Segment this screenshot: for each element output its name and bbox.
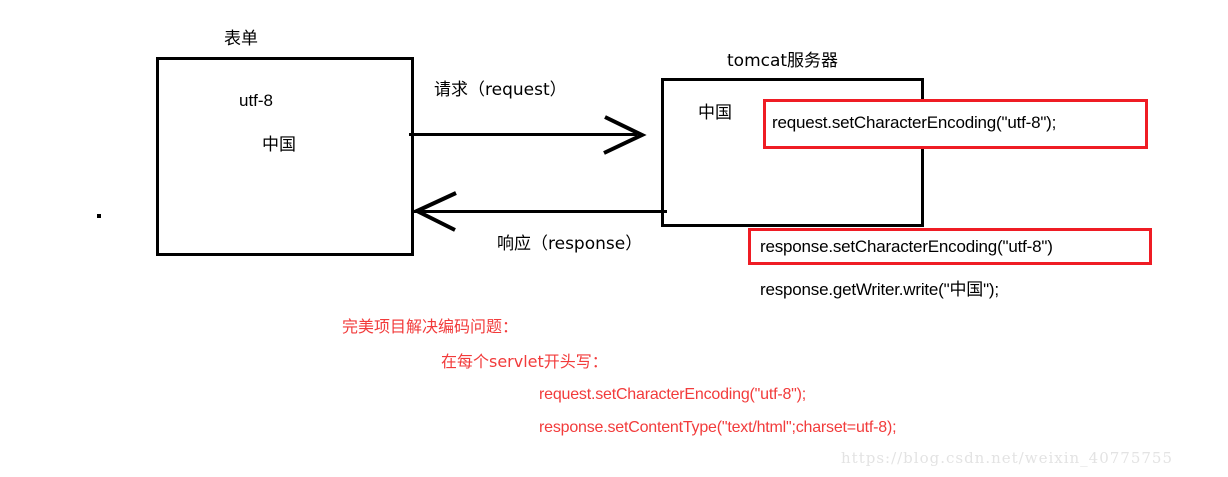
watermark-text: https://blog.csdn.net/weixin_40775755 <box>841 449 1174 467</box>
form-box-encoding-text: utf-8 <box>239 91 274 110</box>
request-encoding-code-text: request.setCharacterEncoding("utf-8"); <box>772 113 1057 132</box>
request-arrow-line <box>409 133 637 136</box>
form-box <box>156 57 414 256</box>
notes-subheading: 在每个servlet开头写： <box>441 352 608 371</box>
form-box-content-text: 中国 <box>262 135 296 155</box>
response-arrow-line <box>413 210 667 213</box>
request-arrow-label: 请求（request） <box>434 80 567 100</box>
server-box-title: tomcat服务器 <box>727 51 839 71</box>
server-box-content-text: 中国 <box>698 103 732 123</box>
response-arrow-label: 响应（response） <box>497 234 643 254</box>
form-box-title: 表单 <box>224 29 258 49</box>
stray-dot <box>97 214 101 218</box>
request-arrowhead-icon <box>603 115 647 155</box>
response-encoding-highlight-box <box>748 228 1152 265</box>
response-encoding-code-text: response.setCharacterEncoding("utf-8") <box>760 237 1053 256</box>
notes-line-1: request.setCharacterEncoding("utf-8"); <box>539 386 807 403</box>
response-arrowhead-icon <box>412 191 457 232</box>
notes-line-2: response.setContentType("text/html";char… <box>539 419 897 436</box>
notes-heading: 完美项目解决编码问题： <box>342 317 519 336</box>
response-writer-code-text: response.getWriter.write("中国"); <box>760 280 999 299</box>
server-box <box>661 78 924 227</box>
request-encoding-highlight-box <box>763 99 1148 149</box>
